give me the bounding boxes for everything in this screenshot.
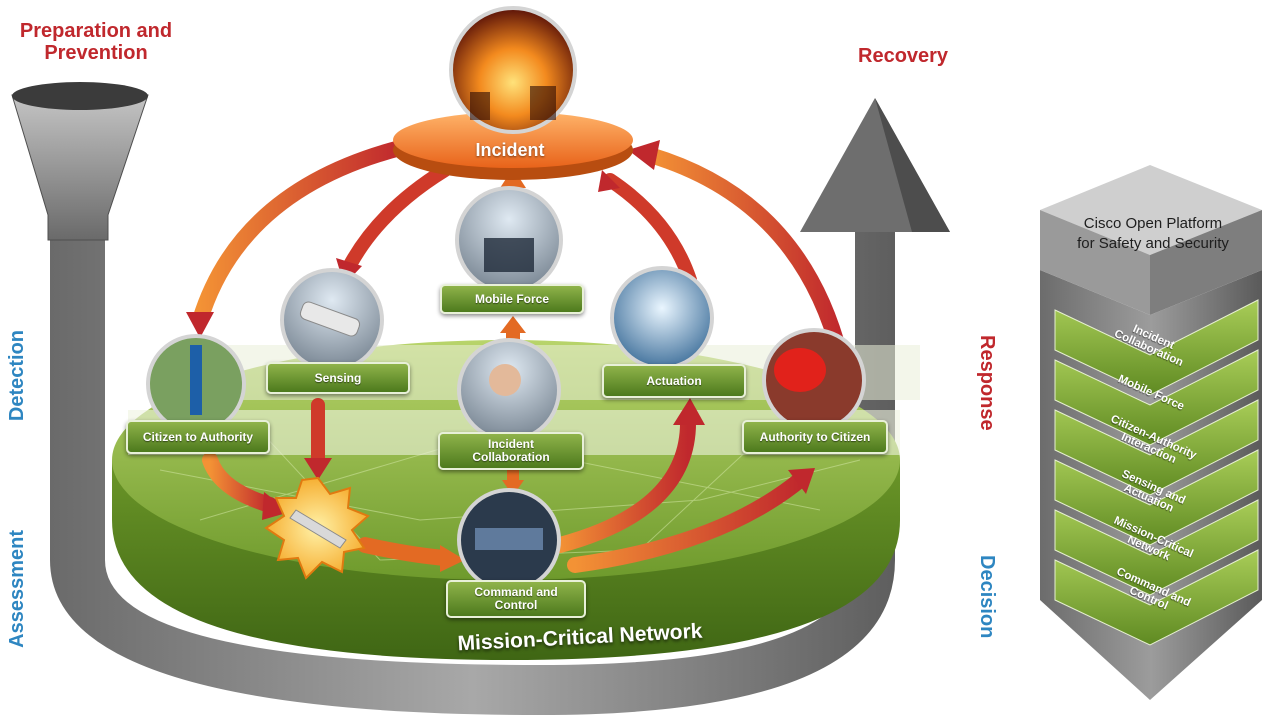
incident-label: Incident	[475, 140, 545, 160]
arrow-command-to-authority	[567, 472, 808, 573]
arrow-actuation-to-incident	[603, 173, 697, 287]
phase-recovery-label: Recovery	[858, 45, 949, 67]
phase-preparation-label: Preparation and Prevention	[19, 20, 173, 64]
node-incident-collaboration: Incident Collaboration	[438, 432, 584, 470]
process-cycle-arc	[11, 82, 950, 715]
arrow-incident-to-sensing	[343, 163, 452, 272]
node-authority-to-citizen: Authority to Citizen	[742, 420, 888, 454]
flow-arrows	[186, 140, 848, 573]
node-sensing: Sensing	[266, 362, 410, 394]
phase-assessment-label: Assessment	[6, 530, 28, 648]
arrow-citizen-to-assess	[202, 452, 278, 513]
phase-response-label: Response	[976, 335, 998, 431]
photo-incident-fire	[449, 6, 577, 134]
phase-detection-label: Detection	[6, 330, 28, 422]
node-citizen-to-authority: Citizen to Authority	[126, 420, 270, 454]
incident-node	[393, 6, 633, 180]
funnel-icon	[11, 87, 149, 241]
platform-tower	[1040, 165, 1262, 700]
node-mobile-force: Mobile Force	[440, 284, 584, 314]
assessment-starburst	[264, 476, 370, 580]
node-command-and-control: Command and Control	[446, 580, 586, 618]
arrow-incident-to-citizen	[192, 140, 408, 328]
phase-decision-label: Decision	[976, 555, 998, 639]
arrow-authority-to-incident	[642, 147, 848, 363]
funnel-icon	[289, 509, 347, 549]
photo-sprinkler	[610, 266, 714, 370]
arrow-command-to-actuation	[552, 412, 697, 553]
platform-title: Cisco Open Platform for Safety and Secur…	[1077, 215, 1229, 252]
node-actuation: Actuation	[602, 364, 746, 398]
arrow-assess-to-command	[357, 537, 453, 566]
